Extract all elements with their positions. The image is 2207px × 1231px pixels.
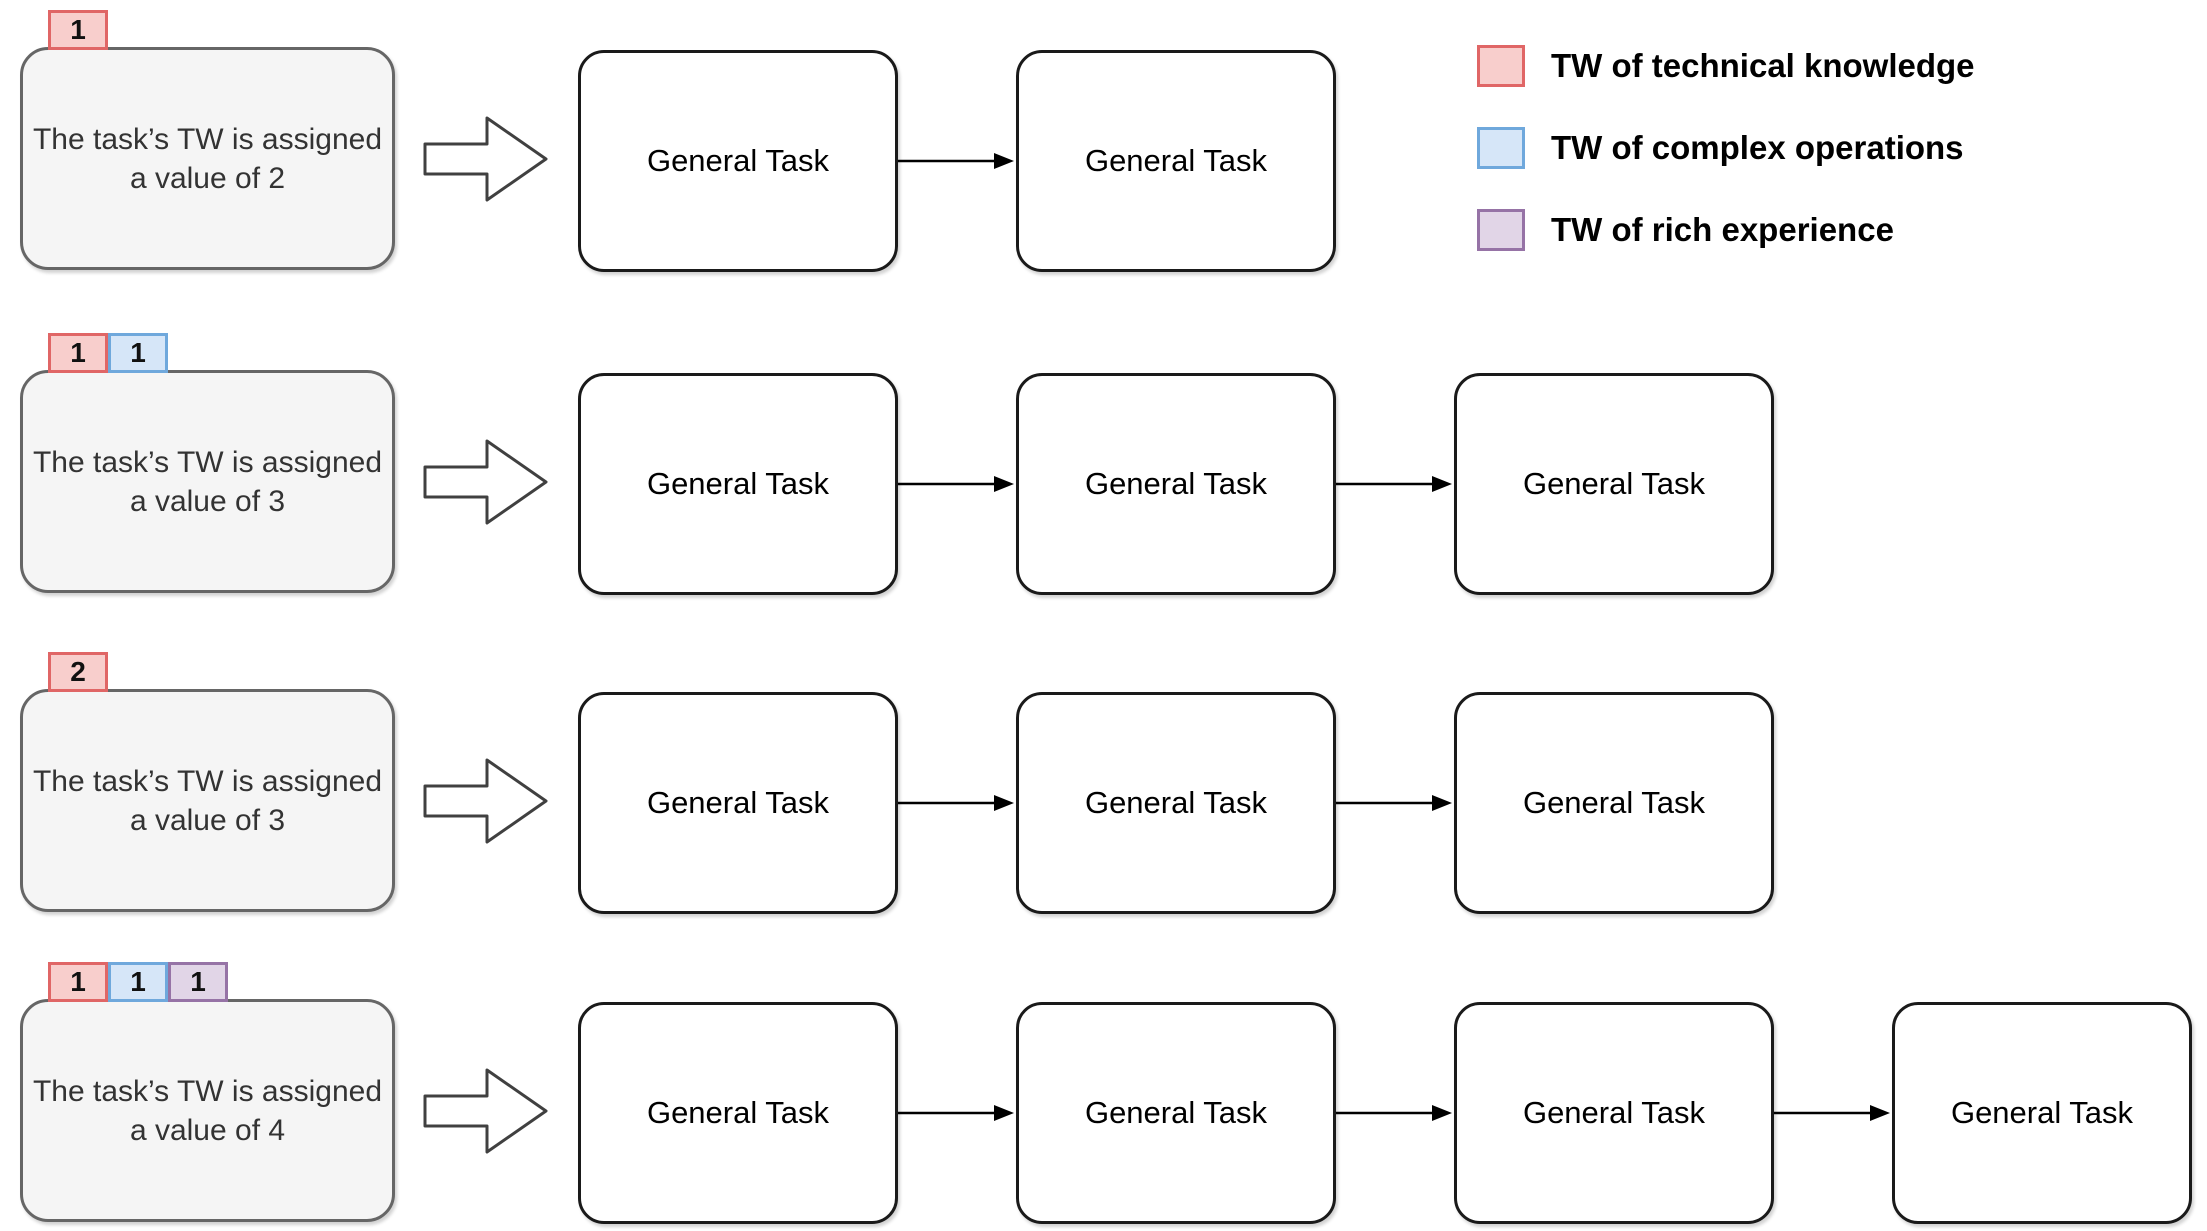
general-task-box: General Task [1016, 373, 1336, 595]
general-task-label: General Task [1522, 466, 1706, 501]
task-source-label: The task’s TW is assigned a value of 3 [32, 764, 383, 837]
general-task-box: General Task [1454, 373, 1774, 595]
tw-tag-value: 1 [70, 14, 86, 45]
block-arrow-icon [423, 116, 548, 202]
general-task-box: General Task [1016, 50, 1336, 272]
general-task-box: General Task [1454, 692, 1774, 914]
general-task-label: General Task [1950, 1095, 2134, 1130]
legend: TW of technical knowledge TW of complex o… [1477, 45, 1975, 291]
legend-swatch-experience [1477, 209, 1525, 251]
tw-tags: 2 [48, 652, 108, 692]
general-task-chain: General Task General Task [578, 50, 1336, 272]
tw-tag-technical: 1 [48, 333, 108, 373]
task-source-box: The task’s TW is assigned a value of 2 [20, 47, 395, 270]
block-arrow-icon [423, 758, 548, 844]
tw-tag-value: 1 [70, 337, 86, 368]
task-source-label: The task’s TW is assigned a value of 4 [32, 1074, 383, 1147]
tw-tag-value: 1 [70, 966, 86, 997]
general-task-label: General Task [1522, 785, 1706, 820]
task-source-box: The task’s TW is assigned a value of 3 [20, 689, 395, 912]
arrow-connector-icon [1336, 795, 1452, 811]
legend-item: TW of technical knowledge [1477, 45, 1975, 87]
tw-tag-value: 1 [130, 337, 146, 368]
general-task-box: General Task [1016, 1002, 1336, 1224]
tw-tag-value: 1 [190, 966, 206, 997]
general-task-label: General Task [1522, 1095, 1706, 1130]
tw-tag-value: 1 [130, 966, 146, 997]
arrow-connector-icon [1774, 1105, 1890, 1121]
task-source-box: The task’s TW is assigned a value of 3 [20, 370, 395, 593]
legend-label: TW of rich experience [1551, 211, 1894, 248]
general-task-box: General Task [578, 373, 898, 595]
general-task-label: General Task [1084, 143, 1268, 178]
block-arrow-icon [423, 439, 548, 525]
task-source-box: The task’s TW is assigned a value of 4 [20, 999, 395, 1222]
legend-label: TW of complex operations [1551, 129, 1964, 166]
general-task-box: General Task [1454, 1002, 1774, 1224]
legend-swatch-complex [1477, 127, 1525, 169]
general-task-box: General Task [578, 50, 898, 272]
arrow-connector-icon [898, 795, 1014, 811]
tw-tag-complex: 1 [108, 962, 168, 1002]
tw-tags: 1 1 1 [48, 962, 228, 1002]
general-task-box: General Task [1892, 1002, 2192, 1224]
tw-tag-technical: 1 [48, 962, 108, 1002]
legend-swatch-technical [1477, 45, 1525, 87]
general-task-label: General Task [646, 785, 830, 820]
legend-label: TW of technical knowledge [1551, 47, 1975, 84]
tw-tag-technical: 1 [48, 10, 108, 50]
task-source-label: The task’s TW is assigned a value of 3 [32, 445, 383, 518]
general-task-label: General Task [646, 143, 830, 178]
legend-item: TW of rich experience [1477, 209, 1975, 251]
general-task-chain: General Task General Task General Task Gene… [578, 1002, 2192, 1224]
block-arrow-icon [423, 1068, 548, 1154]
task-source-label: The task’s TW is assigned a value of 2 [32, 122, 383, 195]
general-task-label: General Task [646, 1095, 830, 1130]
arrow-connector-icon [898, 476, 1014, 492]
tw-tag-technical: 2 [48, 652, 108, 692]
general-task-box: General Task [1016, 692, 1336, 914]
tw-tag-value: 2 [70, 656, 86, 687]
tw-tag-experience: 1 [168, 962, 228, 1002]
general-task-label: General Task [1084, 785, 1268, 820]
arrow-connector-icon [898, 1105, 1014, 1121]
arrow-connector-icon [1336, 1105, 1452, 1121]
general-task-label: General Task [1084, 1095, 1268, 1130]
arrow-connector-icon [1336, 476, 1452, 492]
tw-tags: 1 [48, 10, 108, 50]
legend-item: TW of complex operations [1477, 127, 1975, 169]
general-task-chain: General Task General Task General Task [578, 373, 1774, 595]
tw-tag-complex: 1 [108, 333, 168, 373]
general-task-label: General Task [1084, 466, 1268, 501]
general-task-chain: General Task General Task General Task [578, 692, 1774, 914]
general-task-box: General Task [578, 1002, 898, 1224]
arrow-connector-icon [898, 153, 1014, 169]
general-task-label: General Task [646, 466, 830, 501]
general-task-box: General Task [578, 692, 898, 914]
